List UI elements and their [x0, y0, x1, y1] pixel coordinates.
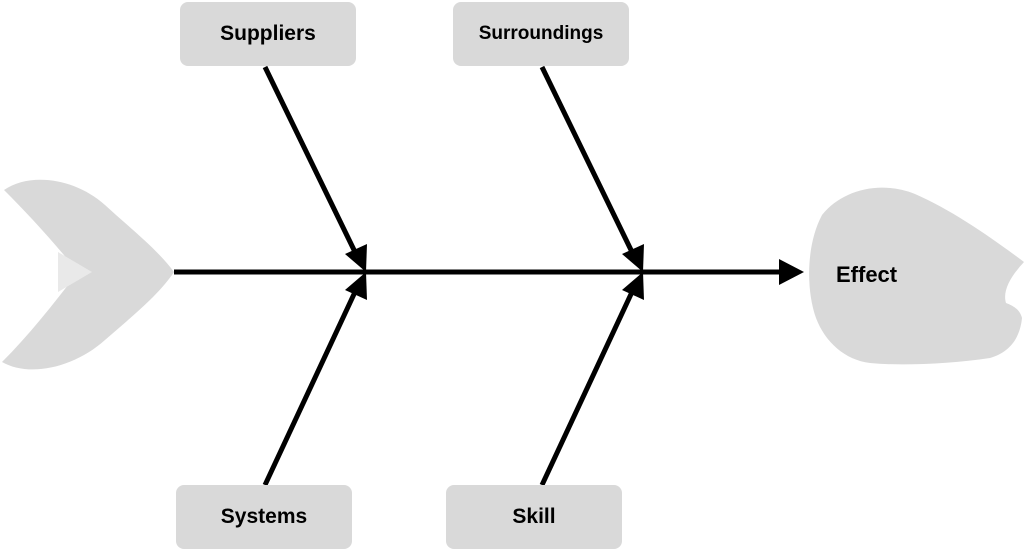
cause-label-suppliers: Suppliers — [220, 22, 316, 45]
spine-arrowhead — [779, 259, 804, 285]
cause-box-systems: Systems — [176, 485, 352, 549]
bone-suppliers — [262, 65, 358, 254]
bone-surroundings-arrowhead — [622, 244, 644, 272]
bone-skill — [539, 290, 635, 487]
bone-systems-arrowhead — [345, 272, 367, 300]
cause-label-skill: Skill — [512, 505, 556, 528]
cause-box-surroundings: Surroundings — [453, 2, 629, 66]
bone-surroundings — [539, 65, 635, 254]
bone-skill-arrowhead — [622, 272, 644, 300]
effect-label: Effect — [836, 262, 898, 287]
fish-head — [809, 187, 1024, 365]
cause-label-surroundings: Surroundings — [478, 23, 604, 44]
bone-systems — [262, 290, 358, 487]
bone-suppliers-arrowhead — [345, 244, 367, 272]
cause-box-suppliers: Suppliers — [180, 2, 356, 66]
fish-tail — [2, 179, 174, 370]
cause-label-systems: Systems — [220, 505, 308, 528]
cause-box-skill: Skill — [446, 485, 622, 549]
